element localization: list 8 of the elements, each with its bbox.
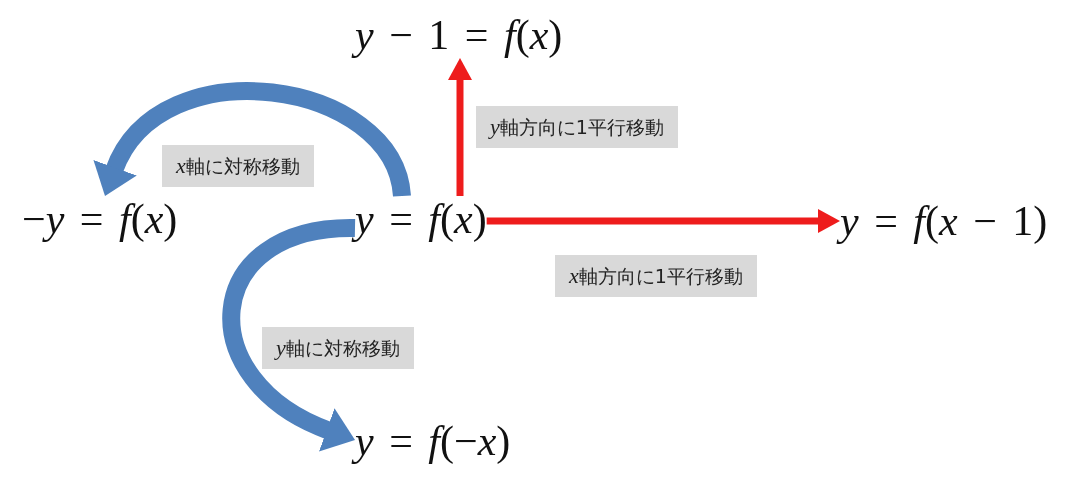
edge-label: y軸に対称移動 xyxy=(262,327,414,369)
curved-arrow xyxy=(95,82,411,198)
edge-label: x軸方向に1平行移動 xyxy=(555,255,757,297)
edge-label: y軸方向に1平行移動 xyxy=(476,106,678,148)
curved-arrow xyxy=(222,219,356,451)
arrow xyxy=(486,209,840,233)
equation: −y = f(x) xyxy=(22,196,178,242)
edge-label: x軸に対称移動 xyxy=(162,145,314,187)
